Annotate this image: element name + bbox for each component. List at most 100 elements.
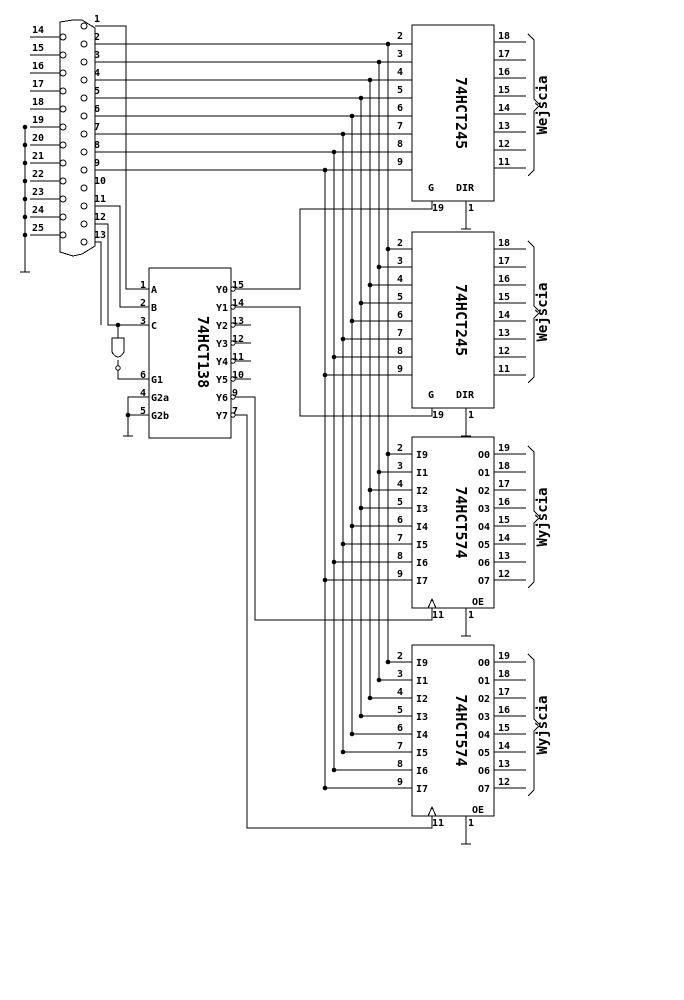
- buffer2-g-label: G: [428, 390, 434, 401]
- connector-pin-1: 1: [94, 14, 100, 25]
- buffer1-out-pin: 18: [498, 31, 510, 42]
- connector-pin-2: 2: [94, 32, 100, 43]
- decoder-output-label: Y7: [216, 411, 228, 422]
- latch1-in-pin: 7: [397, 533, 403, 544]
- buffer2-out-pin: 12: [498, 346, 510, 357]
- latch2-out-pin: 19: [498, 651, 510, 662]
- decoder-pin-label: C: [151, 321, 157, 332]
- ic-74hct138-body: [148, 267, 232, 439]
- latch1-in-pin: 2: [397, 443, 403, 454]
- buffer2-in-pin: 4: [397, 274, 403, 285]
- latch2-in-pin: 7: [397, 741, 403, 752]
- decoder-pin-label: G2b: [151, 411, 169, 422]
- connector-pin-hole: [59, 141, 67, 149]
- buffer2-in-pin: 8: [397, 346, 403, 357]
- decoder-pin-label: G1: [151, 375, 163, 386]
- connector-pin-18: 18: [32, 97, 44, 108]
- latch1-in-pin: 9: [397, 569, 403, 580]
- buffer2-out-pin: 14: [498, 310, 510, 321]
- junction-dot: [322, 167, 328, 173]
- connector-pin-hole: [59, 69, 67, 77]
- labels: 1234567891011121314151617181920212223242…: [32, 14, 551, 829]
- connector-pin-3: 3: [94, 50, 100, 61]
- junction-dot: [349, 731, 355, 737]
- decoder-output-label: Y2: [216, 321, 228, 332]
- decoder-output-num: 7: [232, 406, 238, 417]
- latch2-out-pin: 15: [498, 723, 510, 734]
- latch1-out-pin: 18: [498, 461, 510, 472]
- latch2-in-label: I7: [416, 784, 428, 795]
- latch2-in-pin: 2: [397, 651, 403, 662]
- buffer1-dir-label: DIR: [456, 183, 475, 194]
- latch2-out-pin: 13: [498, 759, 510, 770]
- connector-pin-24: 24: [32, 205, 44, 216]
- connector-pin-hole: [59, 105, 67, 113]
- latch1-out-pin: 19: [498, 443, 510, 454]
- latch1-ctrl-pin: 1: [468, 610, 474, 621]
- decoder-output-label: Y3: [216, 339, 228, 350]
- decoder-pin-label: G2a: [151, 393, 169, 404]
- latch1-out-label: O2: [478, 486, 490, 497]
- latch1-in-label: I4: [416, 522, 428, 533]
- latch2-out-label: O0: [478, 658, 490, 669]
- connector-pin-hole: [59, 231, 67, 239]
- decoder-pin-num: 4: [140, 388, 146, 399]
- wire-c: [95, 223, 149, 326]
- latch2-in-label: I9: [416, 658, 428, 669]
- latch2-in-pin: 5: [397, 705, 403, 716]
- connector-pin-hole: [59, 33, 67, 41]
- connector-pin-10: 10: [94, 176, 106, 187]
- buffer1-ctrl-pin: 1: [468, 203, 474, 214]
- latch1-in-label: I6: [416, 558, 428, 569]
- buffer2-name: 74HCT245: [452, 284, 470, 356]
- decoder-pin-num: 5: [140, 406, 146, 417]
- latch2-ctrl-pin: 11: [432, 818, 444, 829]
- buffer1-in-pin: 4: [397, 67, 403, 78]
- buffer1-g-label: G: [428, 183, 434, 194]
- buffer1-out-pin: 13: [498, 121, 510, 132]
- latch2-in-pin: 4: [397, 687, 403, 698]
- buffer2-bracket: [527, 240, 541, 384]
- connector-pin-hole: [80, 130, 88, 138]
- latch1-out-label: O0: [478, 450, 490, 461]
- connector-pin-hole: [80, 148, 88, 156]
- latch2-out-pin: 12: [498, 777, 510, 788]
- inversion-bubble: [115, 365, 121, 371]
- latch1-out-pin: 15: [498, 515, 510, 526]
- buffer2-out-pin: 15: [498, 292, 510, 303]
- junction-dot: [367, 695, 373, 701]
- junction-dot: [125, 412, 131, 418]
- connector-pin-hole: [59, 177, 67, 185]
- latch1-in-pin: 4: [397, 479, 403, 490]
- decoder-pin-num: 6: [140, 370, 146, 381]
- wire-y6: [235, 396, 433, 621]
- junction-dot: [385, 659, 391, 665]
- latch1-group-label: Wyjścia: [535, 487, 551, 546]
- wire-y7: [235, 414, 433, 829]
- latch1-in-pin: 5: [397, 497, 403, 508]
- nand-gate: [111, 337, 125, 358]
- wire-y1: [235, 306, 433, 417]
- decoder-output-label: Y6: [216, 393, 228, 404]
- junction-dot: [349, 523, 355, 529]
- latch2-out-label: O3: [478, 712, 490, 723]
- buffer1-in-pin: 9: [397, 157, 403, 168]
- latch1-in-pin: 6: [397, 515, 403, 526]
- db25-connector-shell: [59, 19, 96, 257]
- buffer2-ctrl-pin: 19: [432, 410, 444, 421]
- latch1-out-pin: 17: [498, 479, 510, 490]
- buffer1-ctrl-pin: 19: [432, 203, 444, 214]
- wire-a: [95, 25, 149, 290]
- clock-triangle: [427, 597, 437, 609]
- decoder-pin-num: 3: [140, 316, 146, 327]
- connector-pin-9: 9: [94, 158, 100, 169]
- wires: [20, 25, 541, 845]
- decoder-output-num: 11: [232, 352, 244, 363]
- latch2-bracket: [527, 653, 541, 797]
- connector-pin-22: 22: [32, 169, 44, 180]
- latch2-in-label: I2: [416, 694, 428, 705]
- parts: [59, 19, 495, 817]
- buffer1-in-pin: 3: [397, 49, 403, 60]
- connector-pin-12: 12: [94, 212, 106, 223]
- latch1-in-label: I7: [416, 576, 428, 587]
